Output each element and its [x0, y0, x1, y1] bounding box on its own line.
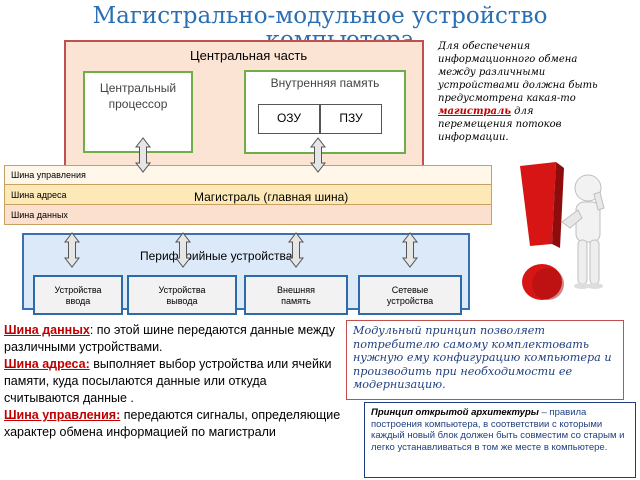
- bus-explanation: Шина данных: по этой шине передаются дан…: [4, 322, 344, 441]
- bus-note: Для обеспечения информационного обмена м…: [438, 40, 606, 144]
- modular-principle-box: Модульный принцип позволяет потребителю …: [346, 320, 624, 400]
- cpu-label-line1: Центральный: [99, 81, 177, 95]
- network-devices-box: Сетевые устройства: [358, 275, 462, 315]
- input-devices-box: Устройства ввода: [33, 275, 123, 315]
- rom-box: ПЗУ: [320, 104, 382, 134]
- title-line1: Магистрально-модульное устройство: [92, 3, 548, 29]
- open-architecture-box: Принцип открытой архитектуры – правила п…: [364, 402, 636, 478]
- data-bus-row: Шина данных: [5, 205, 491, 225]
- main-bus-frame: [4, 165, 492, 225]
- external-memory-line1: Внешняя: [277, 285, 315, 295]
- bus-note-after: для перемещения потоков информации.: [438, 106, 562, 143]
- peripheral-label: Периферийные устройства: [140, 249, 293, 263]
- data-bus-key: Шина данных: [4, 323, 90, 337]
- cpu-label-line2: процессор: [108, 97, 168, 111]
- exclamation-figure-icon: [520, 162, 605, 300]
- control-bus-text: передаются сигналы, определяющие характе…: [4, 408, 341, 439]
- open-architecture-key: Принцип открытой архитектуры: [371, 407, 539, 418]
- output-devices-line2: вывода: [166, 296, 198, 306]
- input-devices-line2: ввода: [65, 296, 91, 306]
- bus-note-highlight: магистраль: [438, 106, 511, 117]
- external-memory-line2: память: [281, 296, 311, 306]
- control-bus-row: Шина управления: [5, 165, 491, 185]
- main-bus-label: Магистраль (главная шина): [194, 190, 349, 204]
- ram-box: ОЗУ: [258, 104, 320, 134]
- control-bus-key: Шина управления:: [4, 408, 121, 422]
- address-bus-row: Шина адреса: [5, 185, 491, 205]
- address-bus-text: выполняет выбор устройства или ячейки па…: [4, 357, 332, 405]
- input-devices-line1: Устройства: [54, 285, 102, 295]
- network-devices-line1: Сетевые: [391, 285, 429, 295]
- central-part-label: Центральная часть: [190, 48, 308, 63]
- address-bus-key: Шина адреса:: [4, 357, 90, 371]
- internal-memory-label: Внутренняя память: [270, 76, 380, 90]
- cpu-label: Центральный процессор: [83, 80, 193, 112]
- network-devices-line2: устройства: [386, 296, 434, 306]
- bus-note-before: Для обеспечения информационного обмена м…: [438, 41, 598, 104]
- output-devices-box: Устройства вывода: [127, 275, 237, 315]
- open-architecture-text: – правила построения компьютера, в соотв…: [371, 407, 625, 453]
- output-devices-line1: Устройства: [158, 285, 206, 295]
- data-bus-text: : по этой шине передаются данные между р…: [4, 323, 335, 354]
- external-memory-box: Внешняя память: [244, 275, 348, 315]
